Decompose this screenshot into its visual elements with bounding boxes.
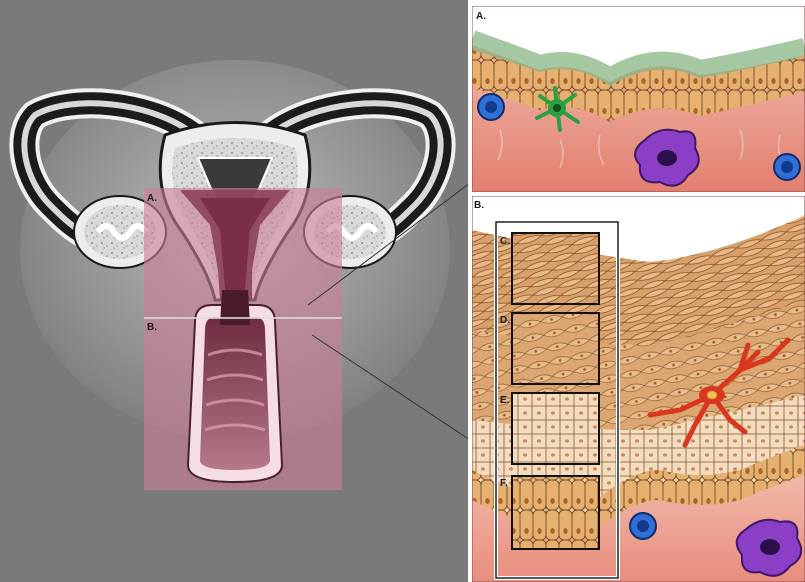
panel-b <box>472 196 805 582</box>
inset-c-label: C. <box>500 236 510 247</box>
t-cell-icon <box>478 94 504 120</box>
inset-e-label: E. <box>500 395 510 406</box>
inset-f-label: F. <box>500 478 508 489</box>
panel-a-label: A. <box>476 11 486 22</box>
t-cell-icon-right <box>774 154 800 180</box>
inset-e-parabasal <box>512 393 599 464</box>
inset-f-basal <box>512 476 599 549</box>
inset-c-superficial <box>512 233 599 304</box>
overview-panel: A. B. <box>0 0 470 582</box>
vaginal-lumen <box>200 318 270 471</box>
t-cell-icon-lower <box>630 513 656 539</box>
panel-a <box>472 6 805 192</box>
overview-label-b: B. <box>147 322 157 333</box>
panel-b-label: B. <box>474 200 484 211</box>
inset-d-label: D. <box>500 315 510 326</box>
overview-label-a: A. <box>147 193 157 204</box>
panel-divider <box>468 0 472 582</box>
inset-d-intermediate <box>512 313 599 384</box>
